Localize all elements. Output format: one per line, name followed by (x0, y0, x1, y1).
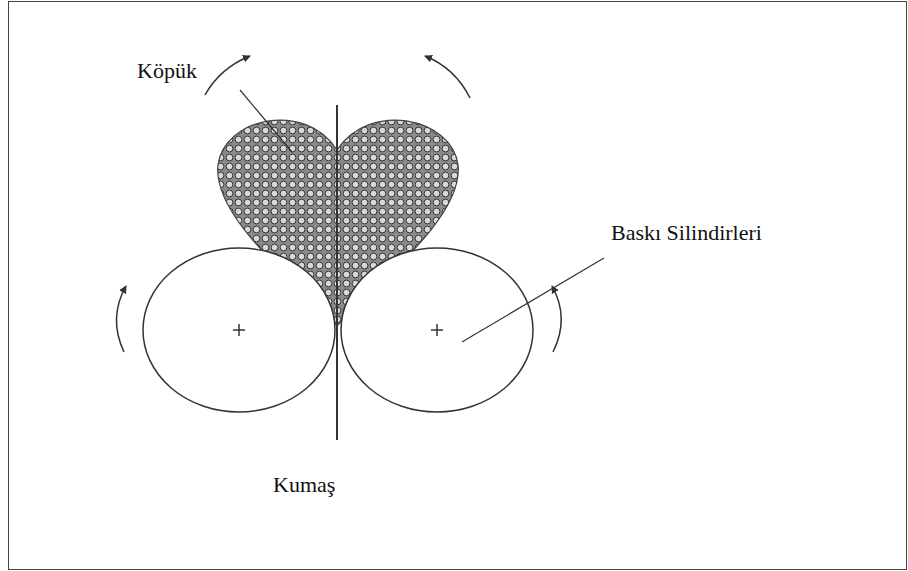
roller-label: Baskı Silindirleri (611, 220, 762, 246)
rotation-arrow (116, 56, 561, 352)
fabric-label: Kumaş (273, 472, 335, 498)
frame (9, 2, 907, 570)
foam-label: Köpük (137, 58, 197, 84)
fabric (336, 105, 338, 440)
leader-line (240, 90, 604, 342)
pressure-roller (143, 248, 335, 412)
pressure-roller (341, 248, 533, 412)
